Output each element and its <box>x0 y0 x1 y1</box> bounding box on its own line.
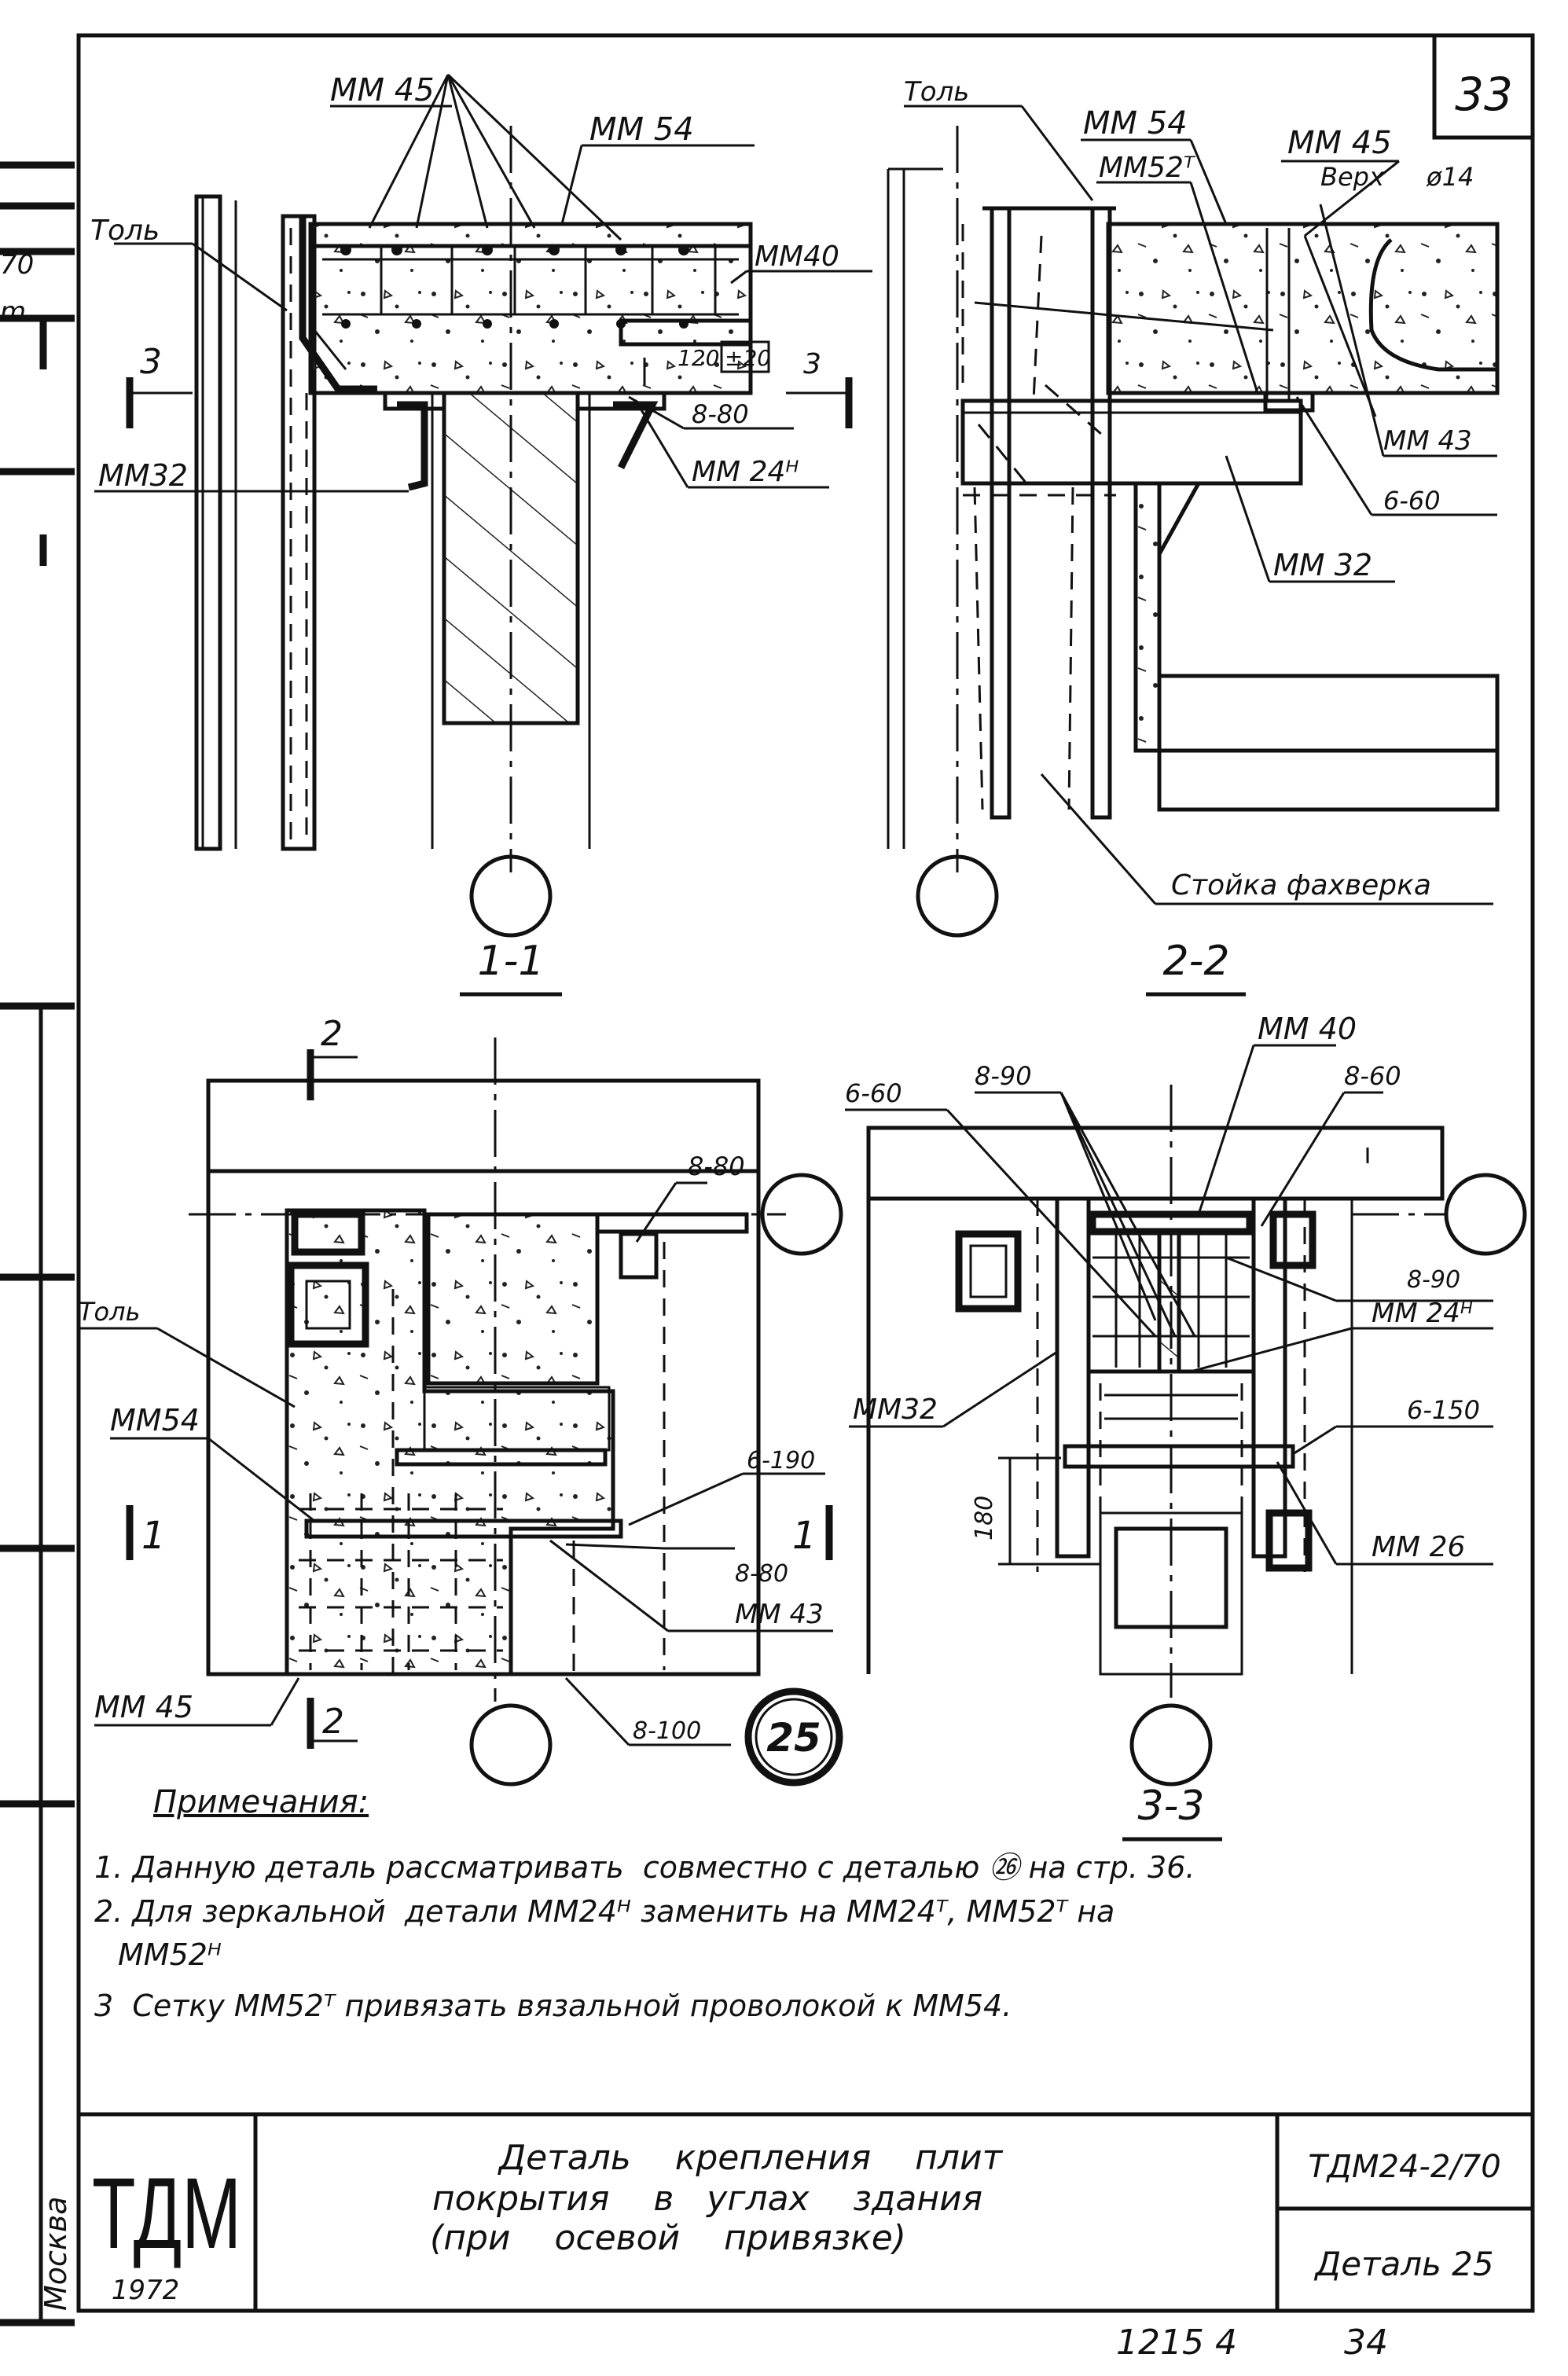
title-line-3: (при осевой привязке) <box>430 2218 906 2258</box>
title-1-1: 1-1 <box>478 938 545 985</box>
label-plan-mm54: MM54 <box>110 1403 200 1438</box>
label-plan-d880b: 8-80 <box>735 1560 788 1588</box>
axis-bubble-2 <box>916 854 999 938</box>
axis-bubble-1 <box>469 854 553 938</box>
title-block <box>79 2112 1533 2311</box>
label-2-2-mm45: MM 45 <box>1287 125 1392 161</box>
label-1-1-mm54: MM 54 <box>589 112 694 148</box>
label-1-1-d880: 8-80 <box>692 399 749 429</box>
label-2-2-tol: Толь <box>904 76 969 108</box>
note-2: 2. Для зеркальной детали MM24ᴴ заменить … <box>94 1894 1115 1929</box>
label-plan-sec2a: 2 <box>321 1014 343 1054</box>
label-plan-d8100: 8-100 <box>633 1717 701 1745</box>
label-1-1-mm32: MM32 <box>98 458 188 493</box>
label-2-2-verh: Верх <box>1320 162 1385 192</box>
axis-bubble-3-right <box>1444 1173 1527 1256</box>
label-plan-sec1a: 1 <box>141 1514 166 1558</box>
label-3-3-mm32: MM32 <box>853 1394 938 1426</box>
axis-bubble-plan-bottom <box>469 1703 553 1787</box>
title-line-2: покрытия в углах здания <box>432 2179 982 2219</box>
label-1-1-mm24: MM 24ᴴ <box>692 456 799 488</box>
label-1-1-dim120: 120 <box>678 345 719 371</box>
note-3: 3 Сетку MM52ᵀ привязать вязальной провол… <box>94 1989 1012 2023</box>
label-3-3-d860: 8-60 <box>1344 1061 1401 1091</box>
axis-bubble-3-bottom <box>1129 1703 1213 1787</box>
section-2-2 <box>887 105 1500 938</box>
title-3-3: 3-3 <box>1138 1783 1205 1830</box>
label-plan-mm43: MM 43 <box>735 1599 824 1630</box>
label-plan-sec1b: 1 <box>792 1514 817 1558</box>
detail-number: 25 <box>766 1715 821 1761</box>
label-3-3-d890a: 8-90 <box>975 1061 1032 1091</box>
detail-label: Деталь 25 <box>1313 2245 1493 2283</box>
label-2-2-mm52: MM52ᵀ <box>1099 152 1196 184</box>
section-3-3 <box>845 1044 1527 1787</box>
label-3-3-d660a: 6-60 <box>845 1078 902 1108</box>
label-1-1-mm45: MM 45 <box>330 72 435 108</box>
label-plan-mm45: MM 45 <box>94 1690 193 1724</box>
axis-bubble-plan-right <box>760 1173 843 1256</box>
sheet-border <box>76 33 1535 2313</box>
title-line-1: Деталь крепления плит <box>498 2138 1004 2178</box>
page-number: 33 <box>1455 68 1513 121</box>
margin-ticks <box>0 161 75 2326</box>
bottom-number-1: 1215 4 <box>1116 2323 1237 2363</box>
margin-mark-m: m <box>0 296 26 328</box>
vertical-city: Москва <box>39 2196 73 2311</box>
section-1-1 <box>94 73 872 938</box>
label-1-1-mm40: MM40 <box>755 241 839 273</box>
title-2-2: 2-2 <box>1163 938 1230 985</box>
label-1-1-dim20: ±20 <box>725 345 771 371</box>
note-1: 1. Данную деталь рассматривать совместно… <box>94 1850 1195 1885</box>
logo: ТДМ <box>92 2157 241 2270</box>
page-number-box <box>1432 33 1535 140</box>
label-2-2-mm54: MM 54 <box>1083 105 1188 141</box>
label-2-2-stoika: Стойка фахверка <box>1171 869 1431 902</box>
label-2-2-d14: ø14 <box>1426 162 1474 192</box>
label-3-3-d890b: 8-90 <box>1407 1266 1460 1294</box>
label-2-2-mm32: MM 32 <box>1273 548 1372 582</box>
label-1-1-sec3b: 3 <box>803 348 821 380</box>
doc-code: ТДМ24-2/70 <box>1308 2149 1500 2185</box>
label-1-1-sec3a: 3 <box>140 342 162 382</box>
label-3-3-dim180: 180 <box>971 1496 998 1541</box>
label-plan-sec2b: 2 <box>322 1702 344 1742</box>
label-2-2-d660: 6-60 <box>1383 486 1441 516</box>
label-3-3-mm40: MM 40 <box>1258 1012 1357 1046</box>
detail-marker <box>744 1687 843 1787</box>
bottom-number-2: 34 <box>1344 2323 1388 2363</box>
label-plan-d880a: 8-80 <box>688 1151 745 1181</box>
label-3-3-mm26: MM 26 <box>1372 1531 1465 1563</box>
label-plan-d6190: 6-190 <box>747 1447 815 1474</box>
label-2-2-mm43: MM 43 <box>1383 425 1472 457</box>
label-3-3-mm24: MM 24ᴴ <box>1372 1298 1473 1329</box>
margin-mark-70: 70 <box>0 249 34 281</box>
label-1-1-tol: Толь <box>90 215 160 247</box>
label-plan-tol: Толь <box>79 1297 140 1327</box>
plan-view <box>79 1037 843 1787</box>
year: 1972 <box>112 2275 180 2306</box>
notes-heading: Примечания: <box>153 1784 369 1820</box>
note-2-cont: MM52ᴴ <box>118 1937 222 1972</box>
label-3-3-d6150: 6-150 <box>1407 1395 1480 1425</box>
